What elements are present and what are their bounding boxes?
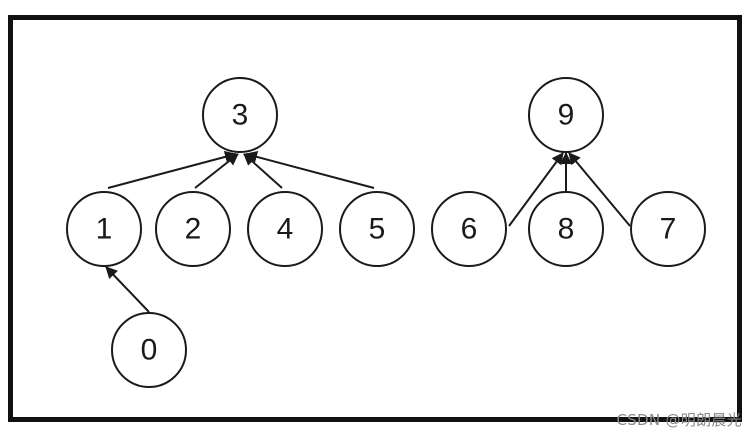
node-7: 7 <box>630 191 706 267</box>
node-circle <box>630 191 706 267</box>
node-label: 3 <box>232 99 249 132</box>
node-5: 5 <box>339 191 415 267</box>
watermark-text: CSDN @明朗晨光 <box>616 411 742 429</box>
node-9: 9 <box>528 77 604 153</box>
node-circle <box>528 191 604 267</box>
node-label: 9 <box>558 99 575 132</box>
node-3: 3 <box>202 77 278 153</box>
edge-1-to-3 <box>107 151 237 189</box>
node-label: 6 <box>461 213 478 246</box>
node-1: 1 <box>66 191 142 267</box>
node-label: 5 <box>369 213 386 246</box>
node-label: 1 <box>96 213 113 246</box>
edge-0-to-1 <box>105 266 150 313</box>
node-0: 0 <box>111 312 187 388</box>
node-label: 4 <box>277 213 294 246</box>
node-4: 4 <box>247 191 323 267</box>
nodes: 3 9 1 2 4 5 6 8 7 0 <box>66 77 706 388</box>
edge-7-to-9 <box>568 152 631 227</box>
edges <box>105 151 631 313</box>
edge-5-to-3 <box>245 151 375 189</box>
node-circle <box>66 191 142 267</box>
node-8: 8 <box>528 191 604 267</box>
node-2: 2 <box>155 191 231 267</box>
node-label: 0 <box>141 334 158 367</box>
node-circle <box>339 191 415 267</box>
node-label: 8 <box>558 213 575 246</box>
edge-2-to-3 <box>194 153 239 189</box>
edge-6-to-9 <box>508 152 564 227</box>
node-circle <box>247 191 323 267</box>
node-circle <box>202 77 278 153</box>
node-circle <box>528 77 604 153</box>
node-circle <box>431 191 507 267</box>
node-circle <box>155 191 231 267</box>
node-label: 2 <box>185 213 202 246</box>
node-label: 7 <box>660 213 677 246</box>
node-circle <box>111 312 187 388</box>
node-6: 6 <box>431 191 507 267</box>
